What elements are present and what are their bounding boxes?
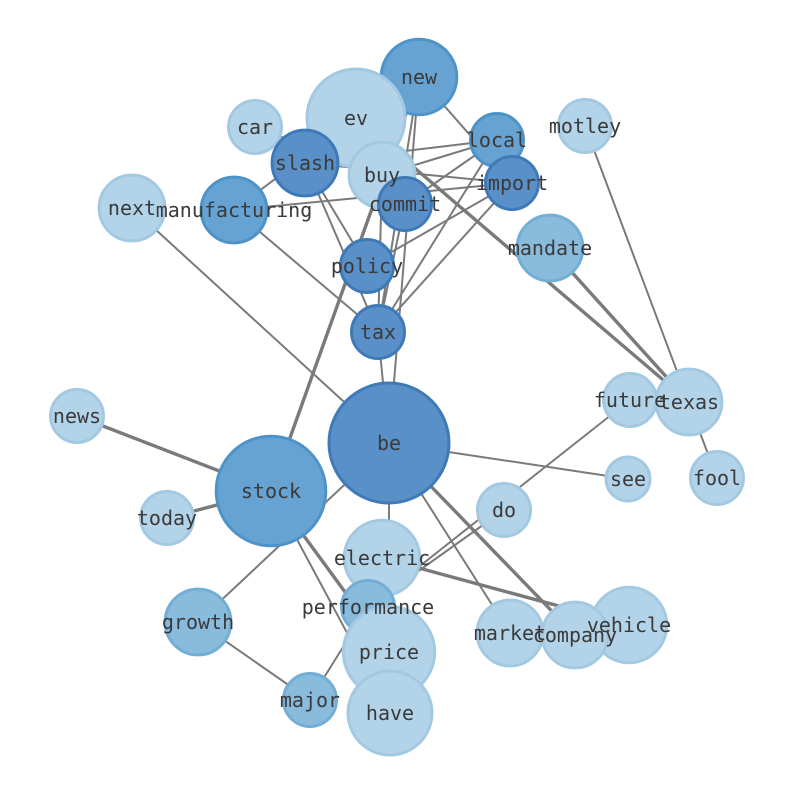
node-see [604,455,652,503]
node-slash [270,128,340,198]
node-today [139,490,195,546]
node-label-commit: commit [369,192,441,216]
node-company [540,600,610,670]
node-tax [350,304,406,360]
node-label-manufacturing: manufacturing [156,198,313,222]
node-stock [214,434,328,548]
node-label-policy: policy [331,254,403,278]
node-texas [654,367,724,437]
node-label-next: next [108,196,156,220]
node-label-growth: growth [162,610,234,634]
node-label-vehicle: vehicle [587,613,671,637]
node-mandate [515,213,585,283]
node-label-new: new [401,65,438,89]
node-policy [339,238,395,294]
node-label-major: major [280,688,340,712]
node-label-car: car [237,115,273,139]
node-label-buy: buy [364,163,400,187]
node-label-slash: slash [275,151,335,175]
node-motley [557,98,613,154]
node-import [484,155,540,211]
edge-mandate-texas [548,246,691,404]
node-label-ev: ev [344,106,368,130]
node-label-market: market [474,621,546,645]
node-next [97,173,167,243]
node-fool [689,450,745,506]
node-news [49,388,105,444]
node-label-company: company [533,623,617,647]
node-label-texas: texas [659,390,719,414]
node-label-future: future [594,388,666,412]
node-label-price: price [359,640,419,664]
node-major [282,672,338,728]
node-car [227,99,283,155]
node-label-tax: tax [360,320,396,344]
edge-import-tax [377,182,513,333]
node-commit [377,176,433,232]
node-label-news: news [53,404,101,428]
node-label-motley: motley [549,114,621,138]
node-be [327,381,451,505]
node-have [346,669,434,757]
node-label-do: do [492,498,516,522]
node-label-have: have [366,701,414,725]
node-manufacturing [199,175,269,245]
node-label-local: local [467,128,527,152]
node-label-fool: fool [693,466,741,490]
node-layer [49,37,745,757]
node-label-today: today [137,506,197,530]
node-label-be: be [377,431,401,455]
node-label-electric: electric [334,546,430,570]
node-do [476,482,532,538]
edge-local-tax [377,139,498,333]
node-label-performance: performance [302,595,434,619]
node-label-mandate: mandate [508,236,592,260]
node-label-import: import [476,171,548,195]
node-label-stock: stock [241,479,301,503]
node-growth [163,587,233,657]
node-label-see: see [610,467,646,491]
